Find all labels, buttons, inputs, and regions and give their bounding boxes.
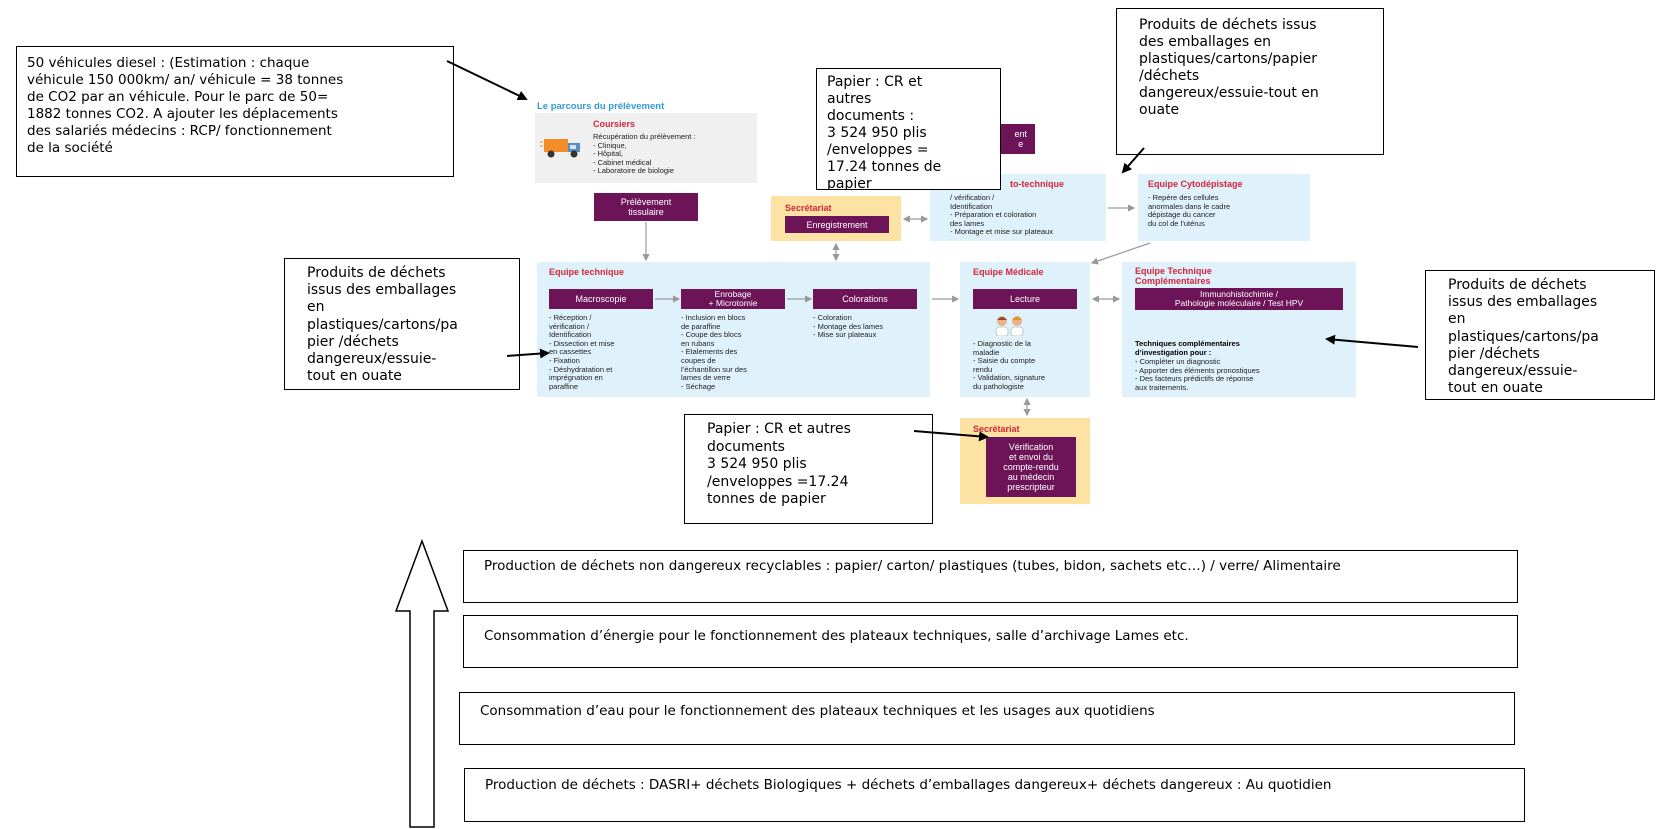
cytodepistage-panel <box>1138 174 1310 241</box>
colorations-text: - Coloration - Montage des lames - Mise … <box>813 313 884 340</box>
secretariat-bottom-title: Secrétariat <box>973 424 1020 434</box>
band-hazardous-waste: Production de déchets : DASRI+ déchets B… <box>464 768 1525 822</box>
coursiers-title: Coursiers <box>593 119 636 129</box>
verification-pill: Vérification et envoi du compte-rendu au… <box>986 437 1076 497</box>
macroscopie-pill: Macroscopie <box>549 289 653 309</box>
coursiers-text: Récupération du prélèvement : - Clinique… <box>593 132 696 176</box>
equipe-medicale-title: Equipe Médicale <box>973 267 1044 277</box>
cytodepistage-text: - Repère des cellules anormales dans le … <box>1148 193 1231 228</box>
colorations-pill: Colorations <box>813 289 917 309</box>
cyto-technique-title: to-technique <box>1010 179 1064 189</box>
equipe-technique-title: Equipe technique <box>549 267 625 277</box>
immuno-pill: Immunohistochimie / Pathologie moléculai… <box>1135 288 1343 310</box>
enrobage-text: - Inclusion en blocs de paraffine - Coup… <box>681 313 747 391</box>
waste-left-note: Produits de déchets issus des emballages… <box>284 258 520 390</box>
secretariat-top-title: Secrétariat <box>785 203 832 213</box>
equipe-comp-text: - Compléter un diagnostic - Apporter des… <box>1135 357 1260 392</box>
macroscopie-text: - Réception / vérification / Identificat… <box>549 313 615 391</box>
waste-top-note: Produits de déchets issus des emballages… <box>1116 8 1384 155</box>
diagram-title: Le parcours du prélèvement <box>537 101 665 112</box>
equipe-medicale-text: - Diagnostic de la maladie - Saisie du c… <box>973 339 1045 391</box>
vehicles-note: 50 véhicules diesel : (Estimation : chaq… <box>16 46 454 177</box>
paper-top-note: Papier : CR et autres documents : 3 524 … <box>816 68 1001 190</box>
band-energy: Consommation d’énergie pour le fonctionn… <box>463 615 1518 668</box>
equipe-medicale-panel <box>960 262 1090 397</box>
enregistrement-pill: Enregistrement <box>785 216 889 233</box>
truck-icon <box>540 139 580 158</box>
enrobage-pill: Enrobage + Microtomie <box>681 289 785 309</box>
band-water: Consommation d’eau pour le fonctionnemen… <box>459 692 1515 745</box>
equipe-comp-panel <box>1122 262 1356 397</box>
paper-bottom-note: Papier : CR et autres documents 3 524 95… <box>684 414 933 524</box>
upward-arrow <box>394 538 450 828</box>
doctors-icon <box>995 316 1024 336</box>
cyto-technique-text: / vérification / Identification - Prépar… <box>950 193 1053 237</box>
band-waste-recyclable: Production de déchets non dangereux recy… <box>463 550 1518 603</box>
waste-right-note: Produits de déchets issus des emballages… <box>1425 270 1655 400</box>
cytodepistage-title: Equipe Cytodépistage <box>1148 179 1243 189</box>
lecture-pill: Lecture <box>973 289 1077 309</box>
equipe-comp-subtitle: Techniques complémentaires d’investigati… <box>1135 339 1240 357</box>
equipe-comp-title: Equipe Technique Complémentaires <box>1135 266 1212 286</box>
equipe-technique-panel <box>537 262 930 397</box>
prelevement-pill: Prélèvement tissulaire <box>594 193 698 221</box>
